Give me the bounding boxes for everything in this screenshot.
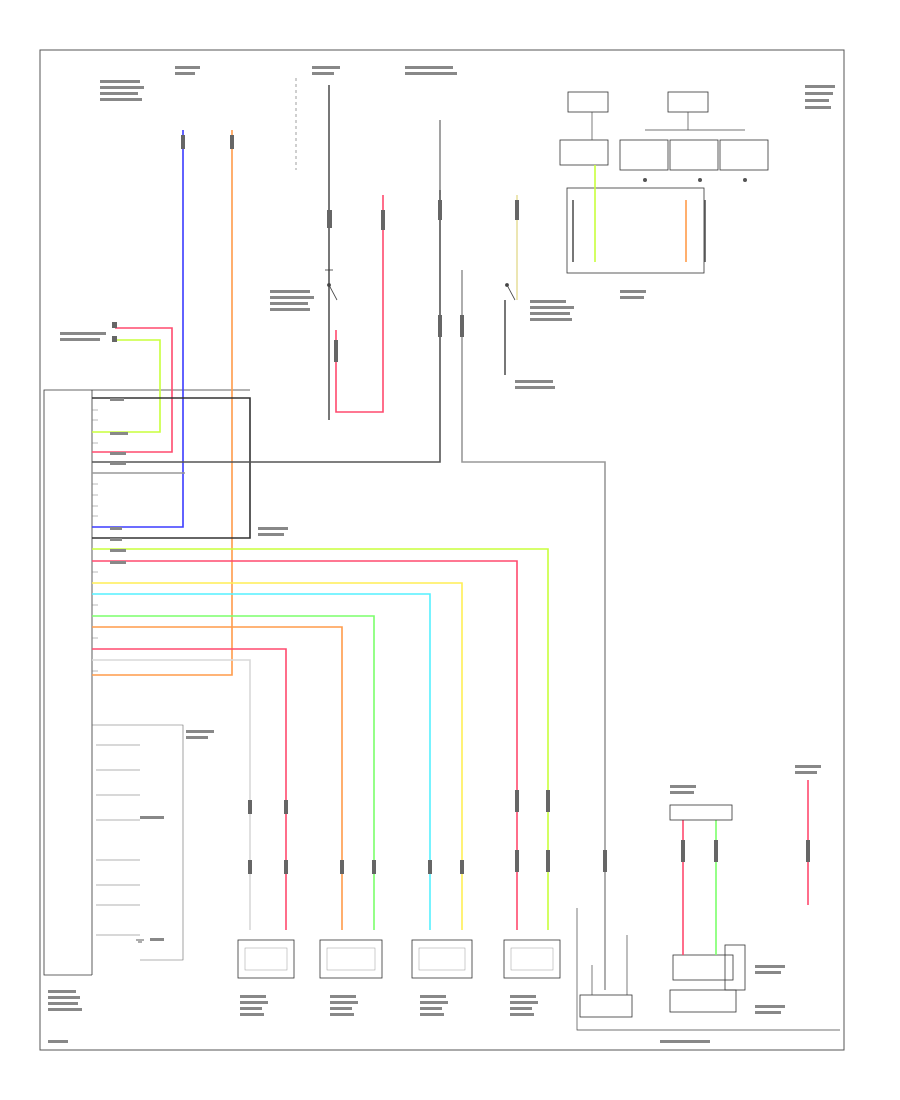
wire-red-diag bbox=[92, 327, 173, 453]
module-internal-switches bbox=[92, 724, 184, 961]
sensor-lf bbox=[237, 939, 295, 979]
ground-icon bbox=[136, 269, 333, 943]
sensor-lr bbox=[411, 939, 473, 979]
wire-orange-feed bbox=[92, 130, 233, 676]
sensor-rf bbox=[319, 939, 383, 979]
wire-yg-rr bbox=[92, 548, 549, 930]
brake-light-fuse bbox=[806, 780, 810, 905]
wire-yellow-green-diag bbox=[92, 339, 161, 433]
wire-orange-rf bbox=[92, 626, 343, 930]
wire-blue bbox=[92, 130, 184, 528]
wire-group-sensors bbox=[92, 548, 549, 930]
diagram-border bbox=[39, 49, 845, 1051]
wire-black-brake bbox=[92, 190, 441, 463]
wire-red-lf bbox=[92, 648, 287, 930]
wire-group-ignition bbox=[295, 78, 606, 990]
data-link-connector bbox=[576, 908, 840, 1031]
combination-meter bbox=[669, 804, 746, 1013]
switch-icon bbox=[327, 283, 516, 301]
wire-black-ground bbox=[92, 397, 251, 539]
wire-red-ign bbox=[335, 195, 384, 413]
wire-white-lf bbox=[92, 659, 251, 930]
module-pin-ticks bbox=[92, 397, 98, 672]
wire-yellow-lr bbox=[92, 582, 463, 930]
wire-green-rf bbox=[92, 615, 375, 930]
sensor-rr bbox=[503, 939, 561, 979]
wire-gray-sensor bbox=[461, 270, 606, 990]
wire-cyan-lr bbox=[92, 593, 431, 930]
abs-control-module bbox=[43, 389, 250, 976]
junction-block-top-right bbox=[559, 91, 769, 274]
label-stubs bbox=[48, 66, 835, 1043]
inline-connectors bbox=[112, 135, 607, 874]
